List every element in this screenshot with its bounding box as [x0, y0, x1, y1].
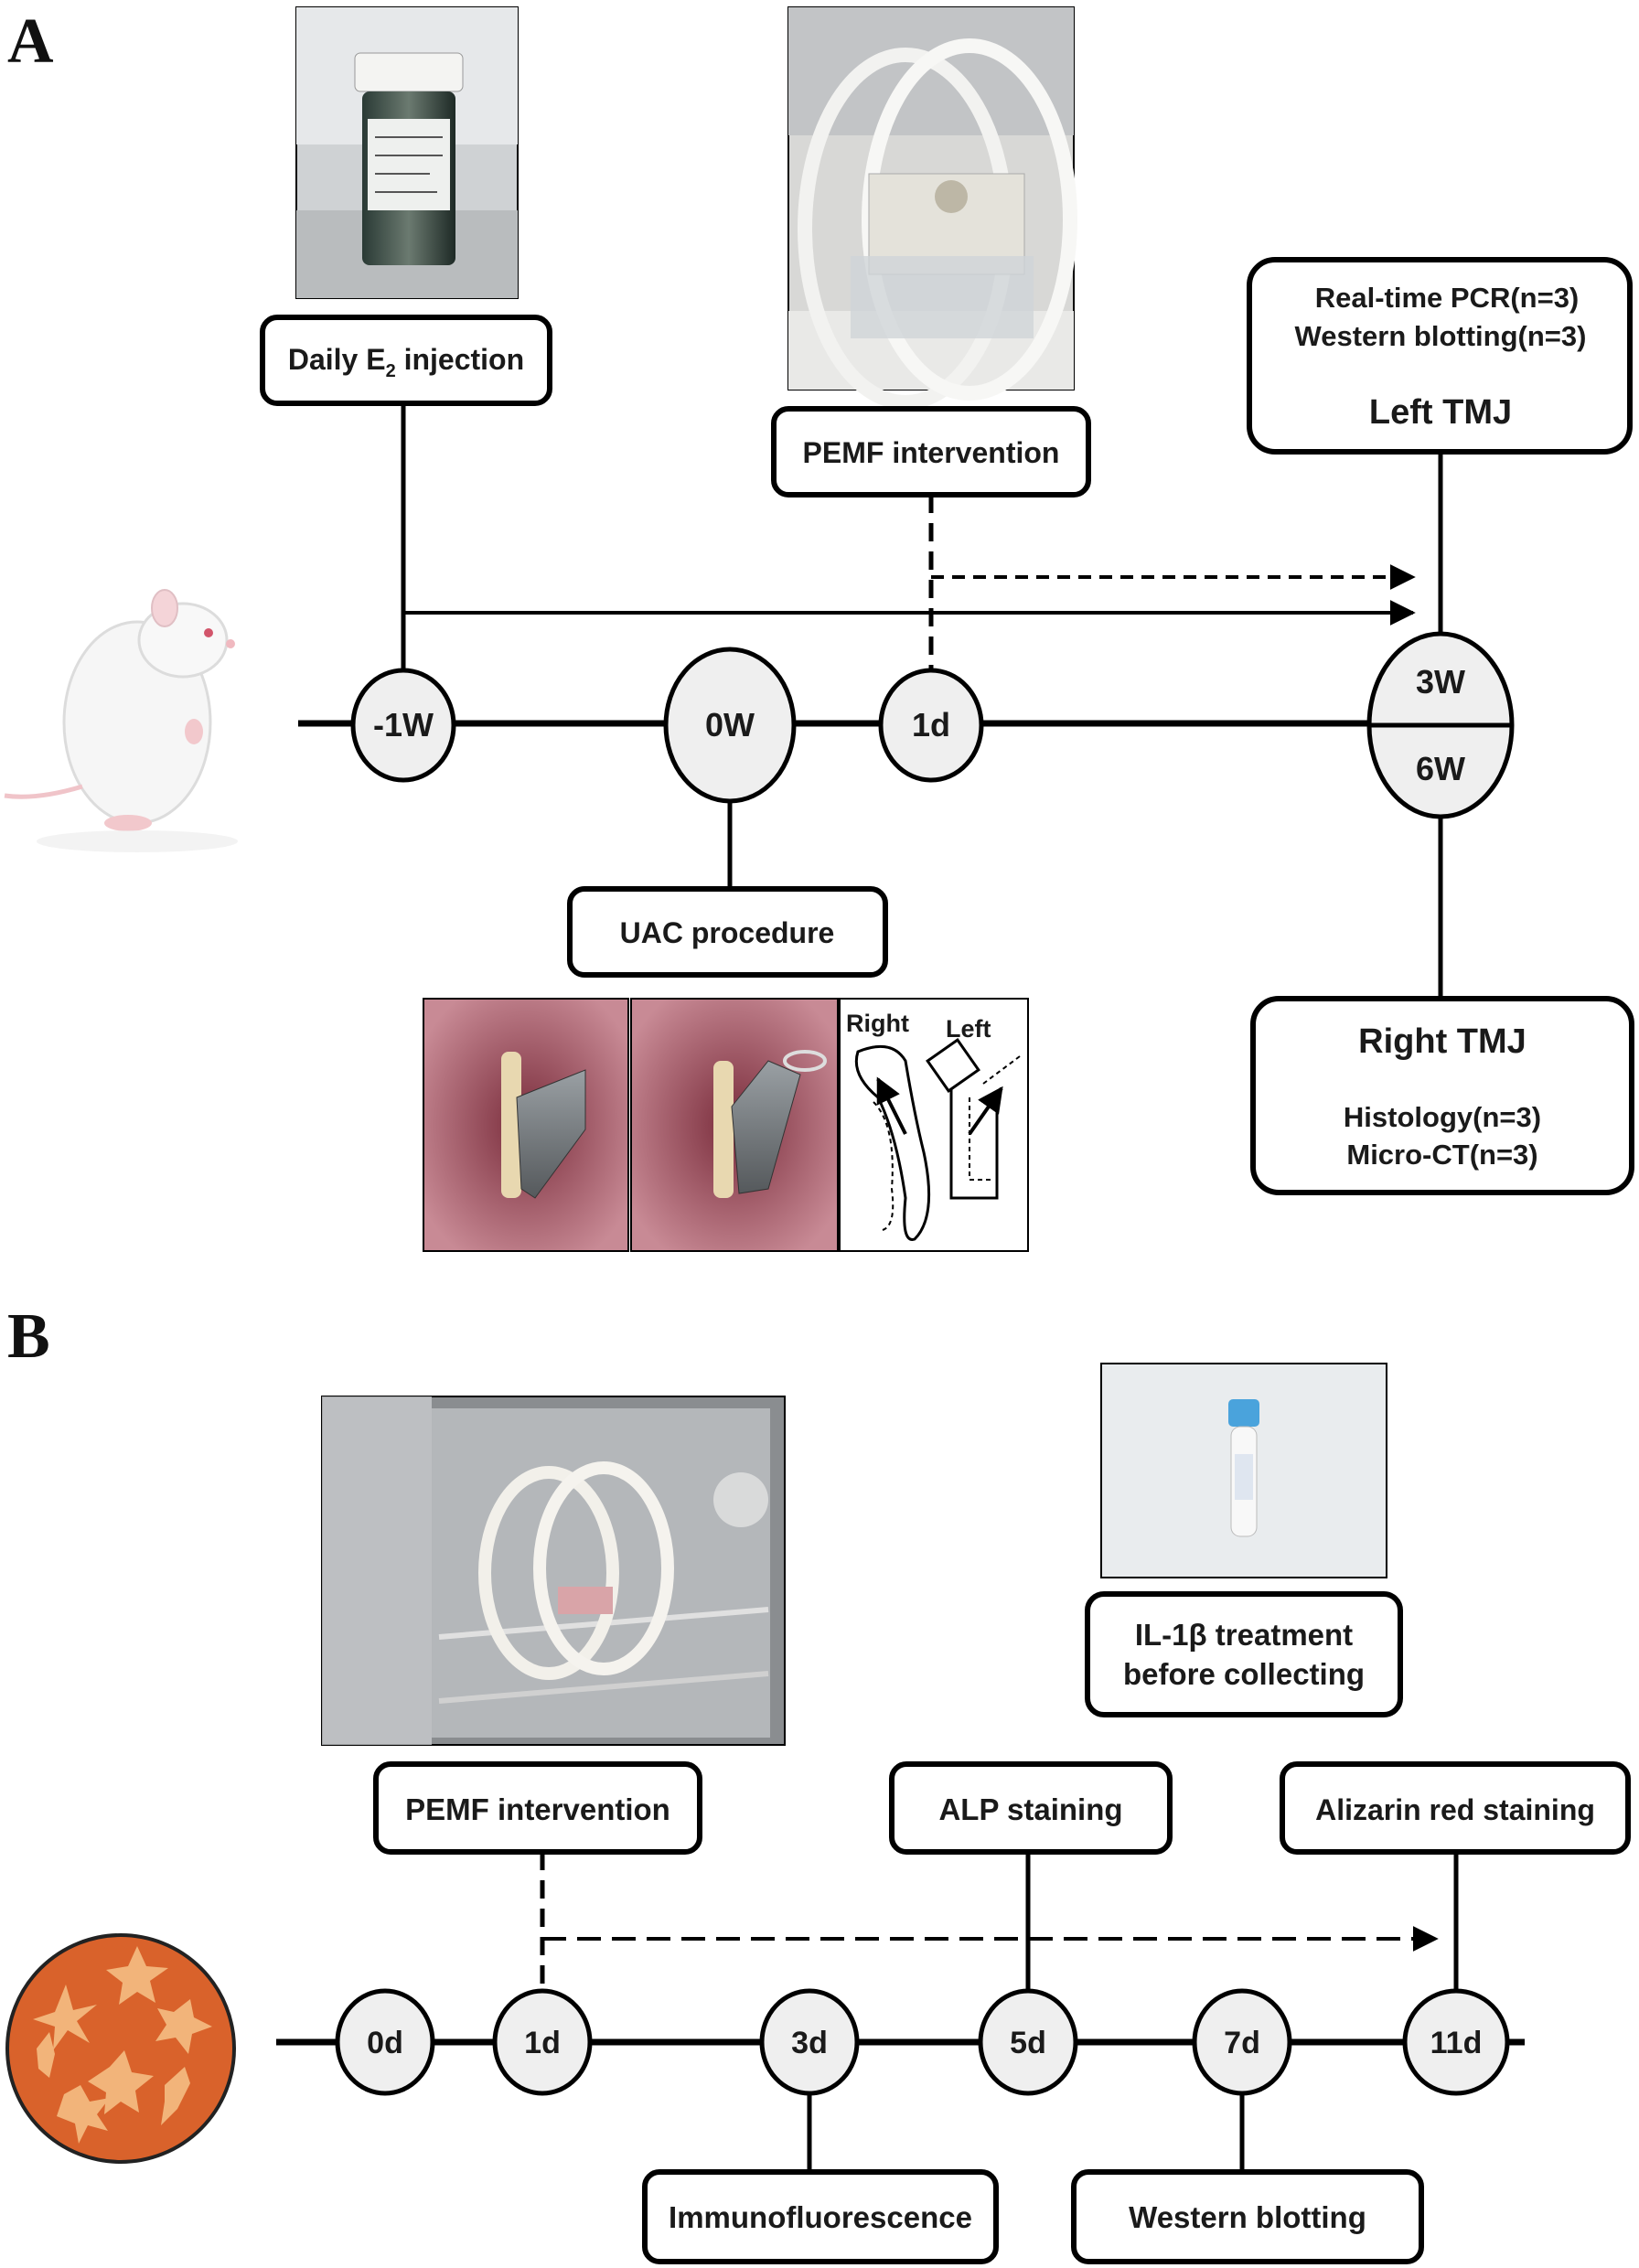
- node-label: 5d: [1010, 2026, 1046, 2060]
- timeline-node-1d-a: 1d: [878, 668, 984, 783]
- uac-procedure-box: UAC procedure: [567, 886, 888, 978]
- node-label-bottom: 6W: [1416, 750, 1465, 787]
- alp-staining-box: ALP staining: [889, 1761, 1173, 1855]
- timeline-node-minus-1w: -1W: [350, 668, 456, 783]
- timeline-node-1d-b: 1d: [492, 1988, 593, 2096]
- western-blotting-box: Western blotting: [1071, 2169, 1424, 2264]
- uac-label: UAC procedure: [620, 916, 835, 949]
- daily-prefix: Daily E: [288, 343, 386, 376]
- cell-culture-dish-illustration: [5, 1933, 236, 2164]
- panel-a: A: [4, 6, 1634, 1252]
- right-line-1: Histology(n=3): [1344, 1101, 1541, 1133]
- daily-suffix: injection: [396, 343, 524, 376]
- immuno-label: Immunofluorescence: [669, 2200, 972, 2234]
- uac-schematic: Right Left: [839, 998, 1029, 1252]
- il1-line-2: before collecting: [1123, 1657, 1365, 1691]
- immunofluorescence-box: Immunofluorescence: [642, 2169, 999, 2264]
- schematic-right-label: Right: [846, 1010, 909, 1037]
- node-label: 3d: [791, 2026, 828, 2060]
- node-label: 11d: [1430, 2026, 1483, 2060]
- rat-illustration: [4, 589, 238, 852]
- panel-b-letter: B: [7, 1301, 50, 1372]
- schematic-left-label: Left: [946, 1015, 991, 1043]
- node-label: 7d: [1224, 2026, 1260, 2060]
- daily-e2-injection-box: Daily E2 injection: [260, 315, 552, 406]
- node-label: 1d: [524, 2026, 561, 2060]
- timeline-node-5d: 5d: [978, 1988, 1078, 2096]
- timeline-node-3d: 3d: [759, 1988, 860, 2096]
- western-label: Western blotting: [1129, 2200, 1366, 2234]
- alizarin-red-staining-box: Alizarin red staining: [1280, 1761, 1631, 1855]
- timeline-node-11d: 11d: [1402, 1988, 1510, 2096]
- timeline-node-0d: 0d: [335, 1988, 435, 2096]
- pemf-intervention-box-a: PEMF intervention: [771, 406, 1091, 497]
- node-label-top: 3W: [1416, 663, 1465, 701]
- incubator-pemf-photo: [321, 1396, 786, 1746]
- pemf-coil-photo: [787, 6, 1077, 410]
- timeline-node-3w-6w: 3W 6W: [1366, 631, 1515, 819]
- left-tmj-box: Real-time PCR(n=3) Western blotting(n=3)…: [1247, 257, 1633, 455]
- timeline-node-0w: 0W: [663, 647, 797, 804]
- pemf-label: PEMF intervention: [803, 436, 1060, 469]
- right-tmj-title: Right TMJ: [1358, 1022, 1527, 1061]
- alizarin-label: Alizarin red staining: [1315, 1793, 1595, 1826]
- il1b-treatment-box: IL-1β treatment before collecting: [1085, 1591, 1403, 1717]
- daily-subscript: 2: [386, 361, 396, 381]
- panel-a-letter: A: [7, 6, 54, 77]
- right-tmj-box: Right TMJ Histology(n=3) Micro-CT(n=3): [1250, 996, 1634, 1195]
- pemf-label: PEMF intervention: [405, 1792, 670, 1826]
- svg-text:Daily E2 injection: Daily E2 injection: [288, 343, 524, 381]
- il1-line-1: IL-1β treatment: [1135, 1618, 1353, 1652]
- uac-photo-1: [423, 998, 629, 1252]
- node-label: 0W: [705, 706, 755, 744]
- node-label: -1W: [373, 706, 434, 744]
- left-line-2: Western blotting(n=3): [1295, 320, 1587, 352]
- left-tmj-title: Left TMJ: [1369, 393, 1512, 432]
- il1b-tube-photo: [1100, 1363, 1387, 1578]
- left-line-1: Real-time PCR(n=3): [1315, 282, 1580, 314]
- estradiol-vial-photo: [295, 6, 519, 299]
- node-label: 0d: [367, 2026, 403, 2060]
- node-label: 1d: [912, 706, 950, 744]
- panel-b: B: [5, 1301, 1631, 2264]
- uac-photo-2: [630, 998, 839, 1252]
- right-line-2: Micro-CT(n=3): [1346, 1139, 1537, 1171]
- alp-label: ALP staining: [938, 1792, 1122, 1826]
- timeline-node-7d: 7d: [1192, 1988, 1292, 2096]
- pemf-intervention-box-b: PEMF intervention: [373, 1761, 702, 1855]
